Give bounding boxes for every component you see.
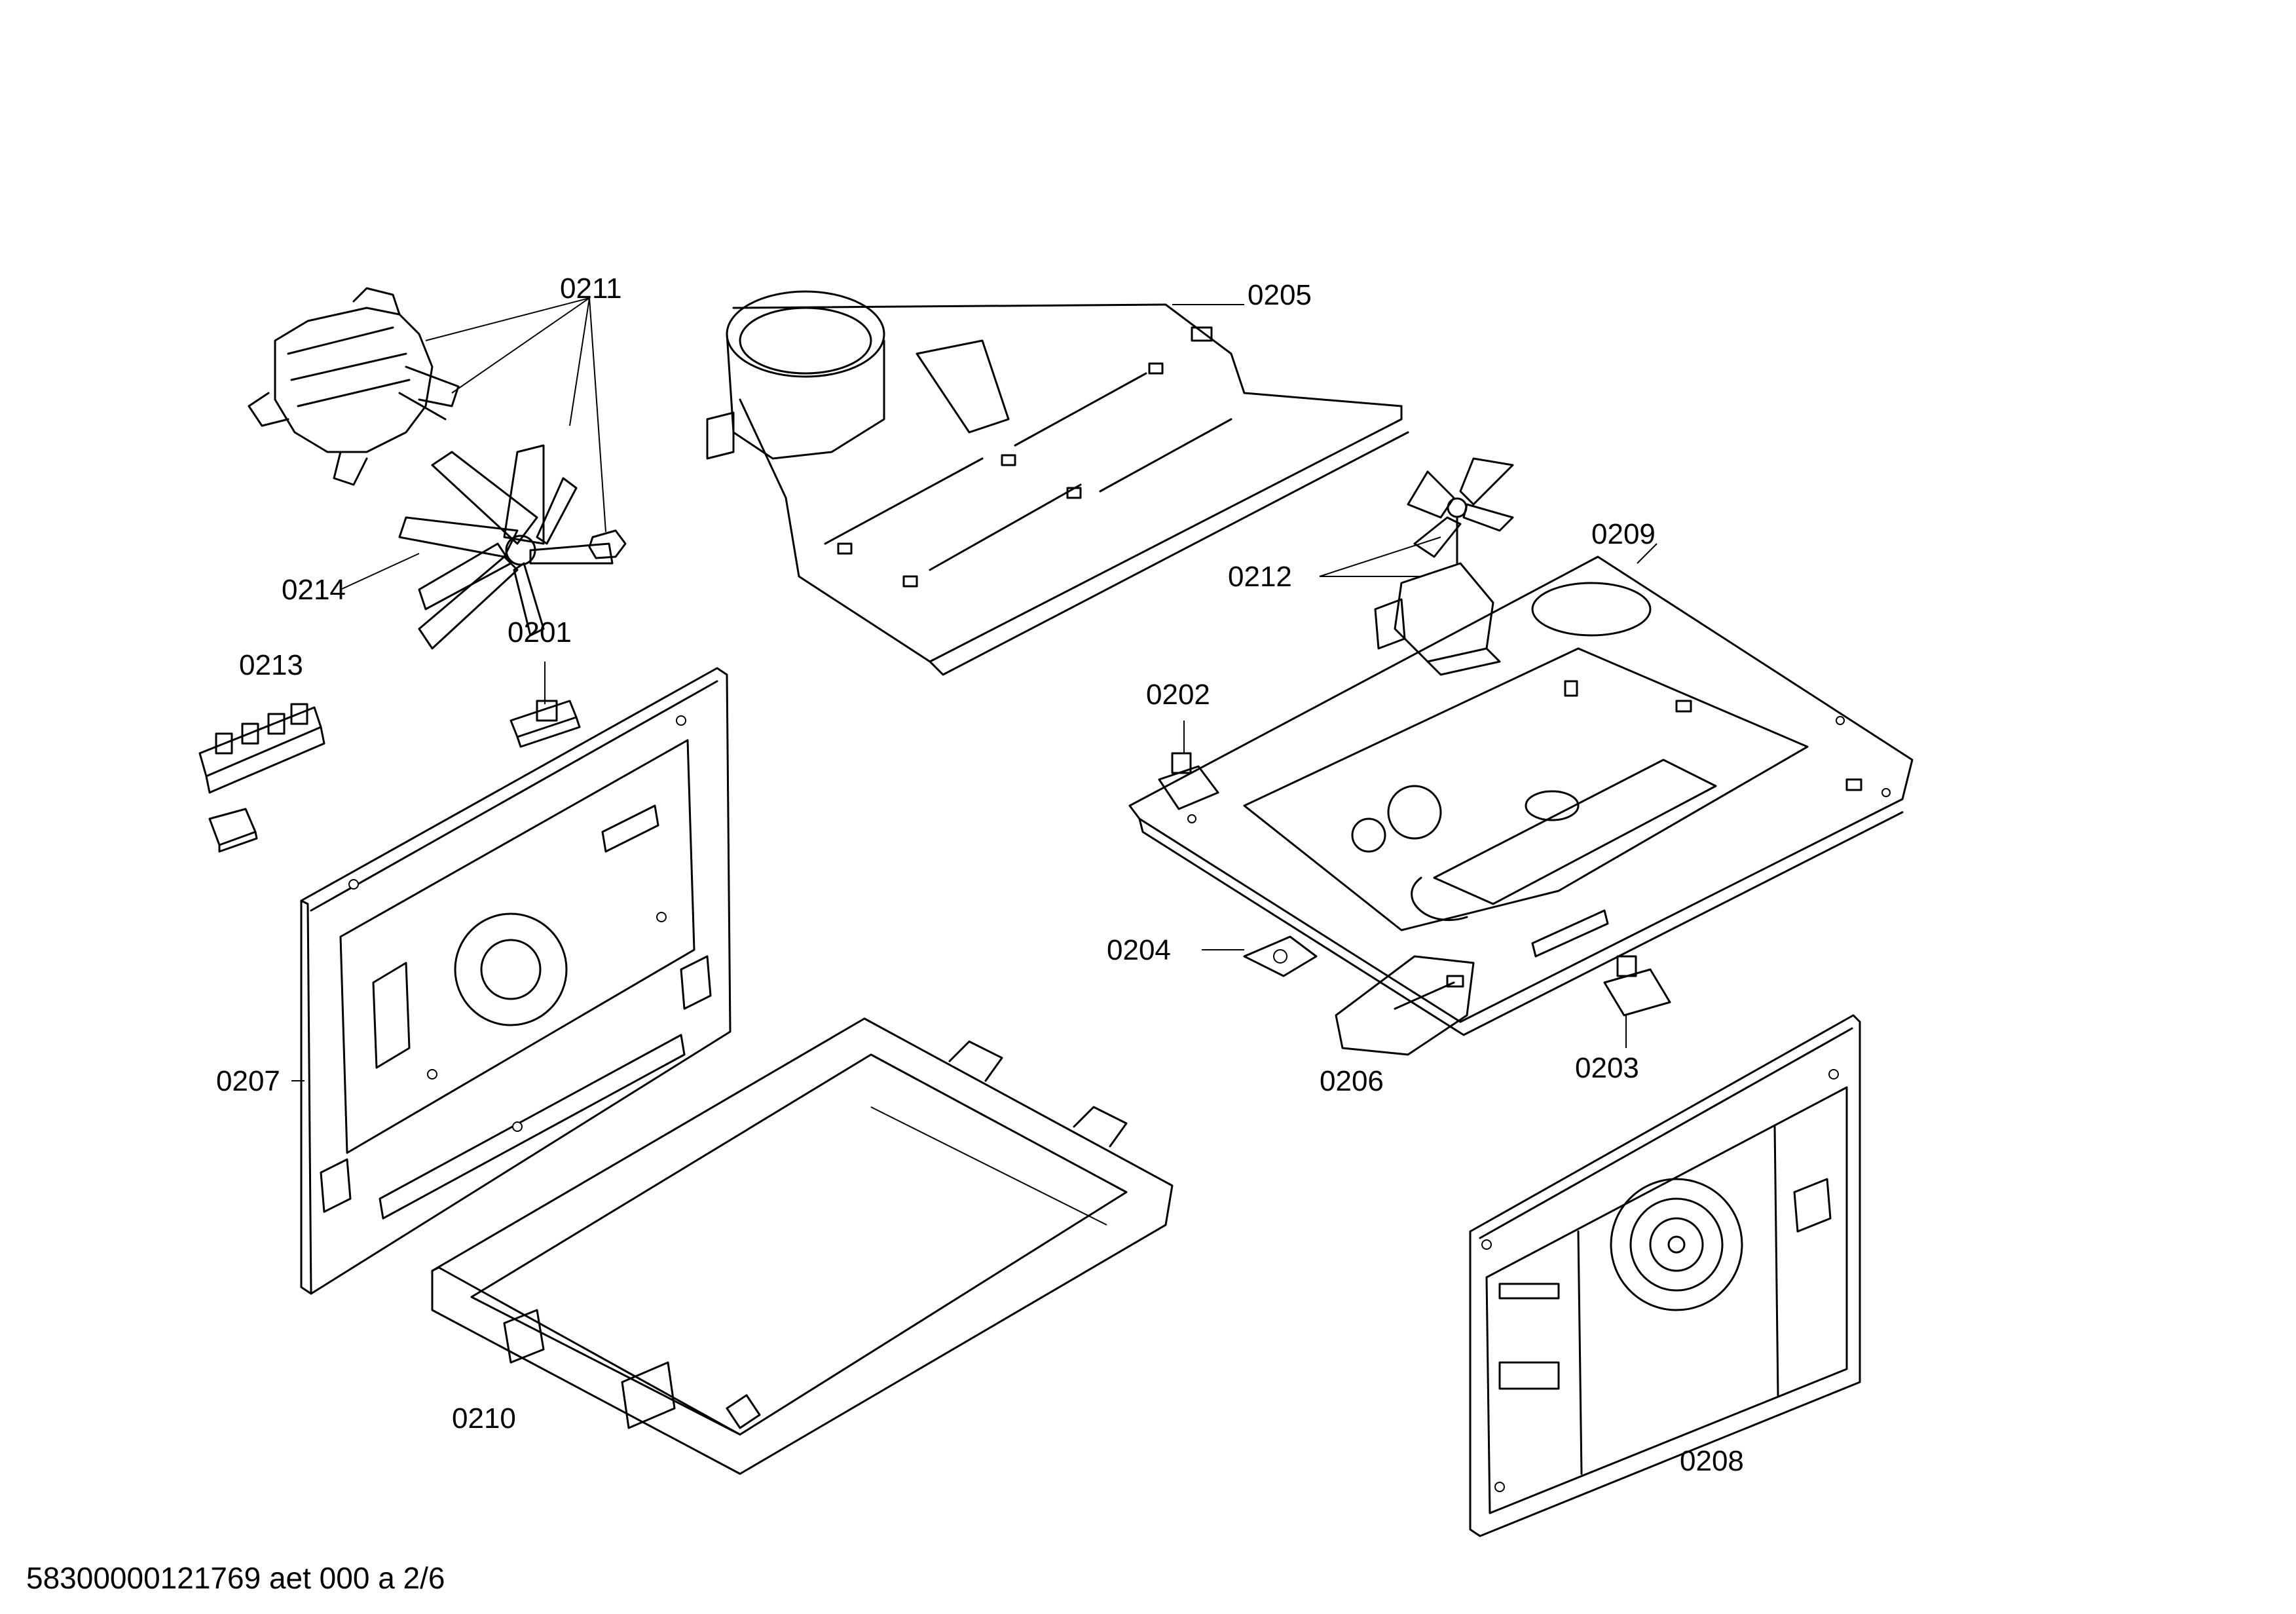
connector-0201: [509, 662, 581, 748]
bracket-0206: [1335, 955, 1475, 1056]
clip-0204: [1202, 935, 1318, 977]
cavity-top-0209: [1128, 543, 1914, 1036]
label-0214: 0214: [282, 574, 346, 606]
terminal-block-0213: [198, 703, 325, 853]
label-0211: 0211: [560, 272, 622, 305]
convection-fan-0212: [1319, 457, 1514, 676]
thermostat-0202: [1158, 721, 1219, 810]
label-0203: 0203: [1575, 1052, 1639, 1084]
document-code: 58300000121769 aet 000 a 2/6: [26, 1561, 445, 1595]
front-panel-0208: [1469, 1014, 1861, 1537]
label-0210: 0210: [452, 1402, 516, 1435]
rear-panel-0207: [291, 667, 731, 1295]
fan-blade-0214: [340, 297, 614, 650]
label-0206: 0206: [1320, 1065, 1384, 1097]
label-0205: 0205: [1248, 279, 1312, 311]
thermostat-0203: [1603, 955, 1671, 1048]
label-0213: 0213: [239, 649, 303, 681]
label-0204: 0204: [1107, 934, 1171, 966]
top-cover-0205: [706, 290, 1409, 676]
label-0212: 0212: [1228, 561, 1292, 593]
fan-motor-0211: [248, 287, 590, 486]
label-0208: 0208: [1680, 1445, 1744, 1477]
label-0209: 0209: [1591, 518, 1656, 550]
nut-0211: [588, 297, 627, 559]
label-0207: 0207: [216, 1065, 280, 1097]
label-0202: 0202: [1146, 679, 1210, 711]
label-0201: 0201: [508, 616, 572, 648]
bottom-tray-0210: [431, 1017, 1174, 1475]
